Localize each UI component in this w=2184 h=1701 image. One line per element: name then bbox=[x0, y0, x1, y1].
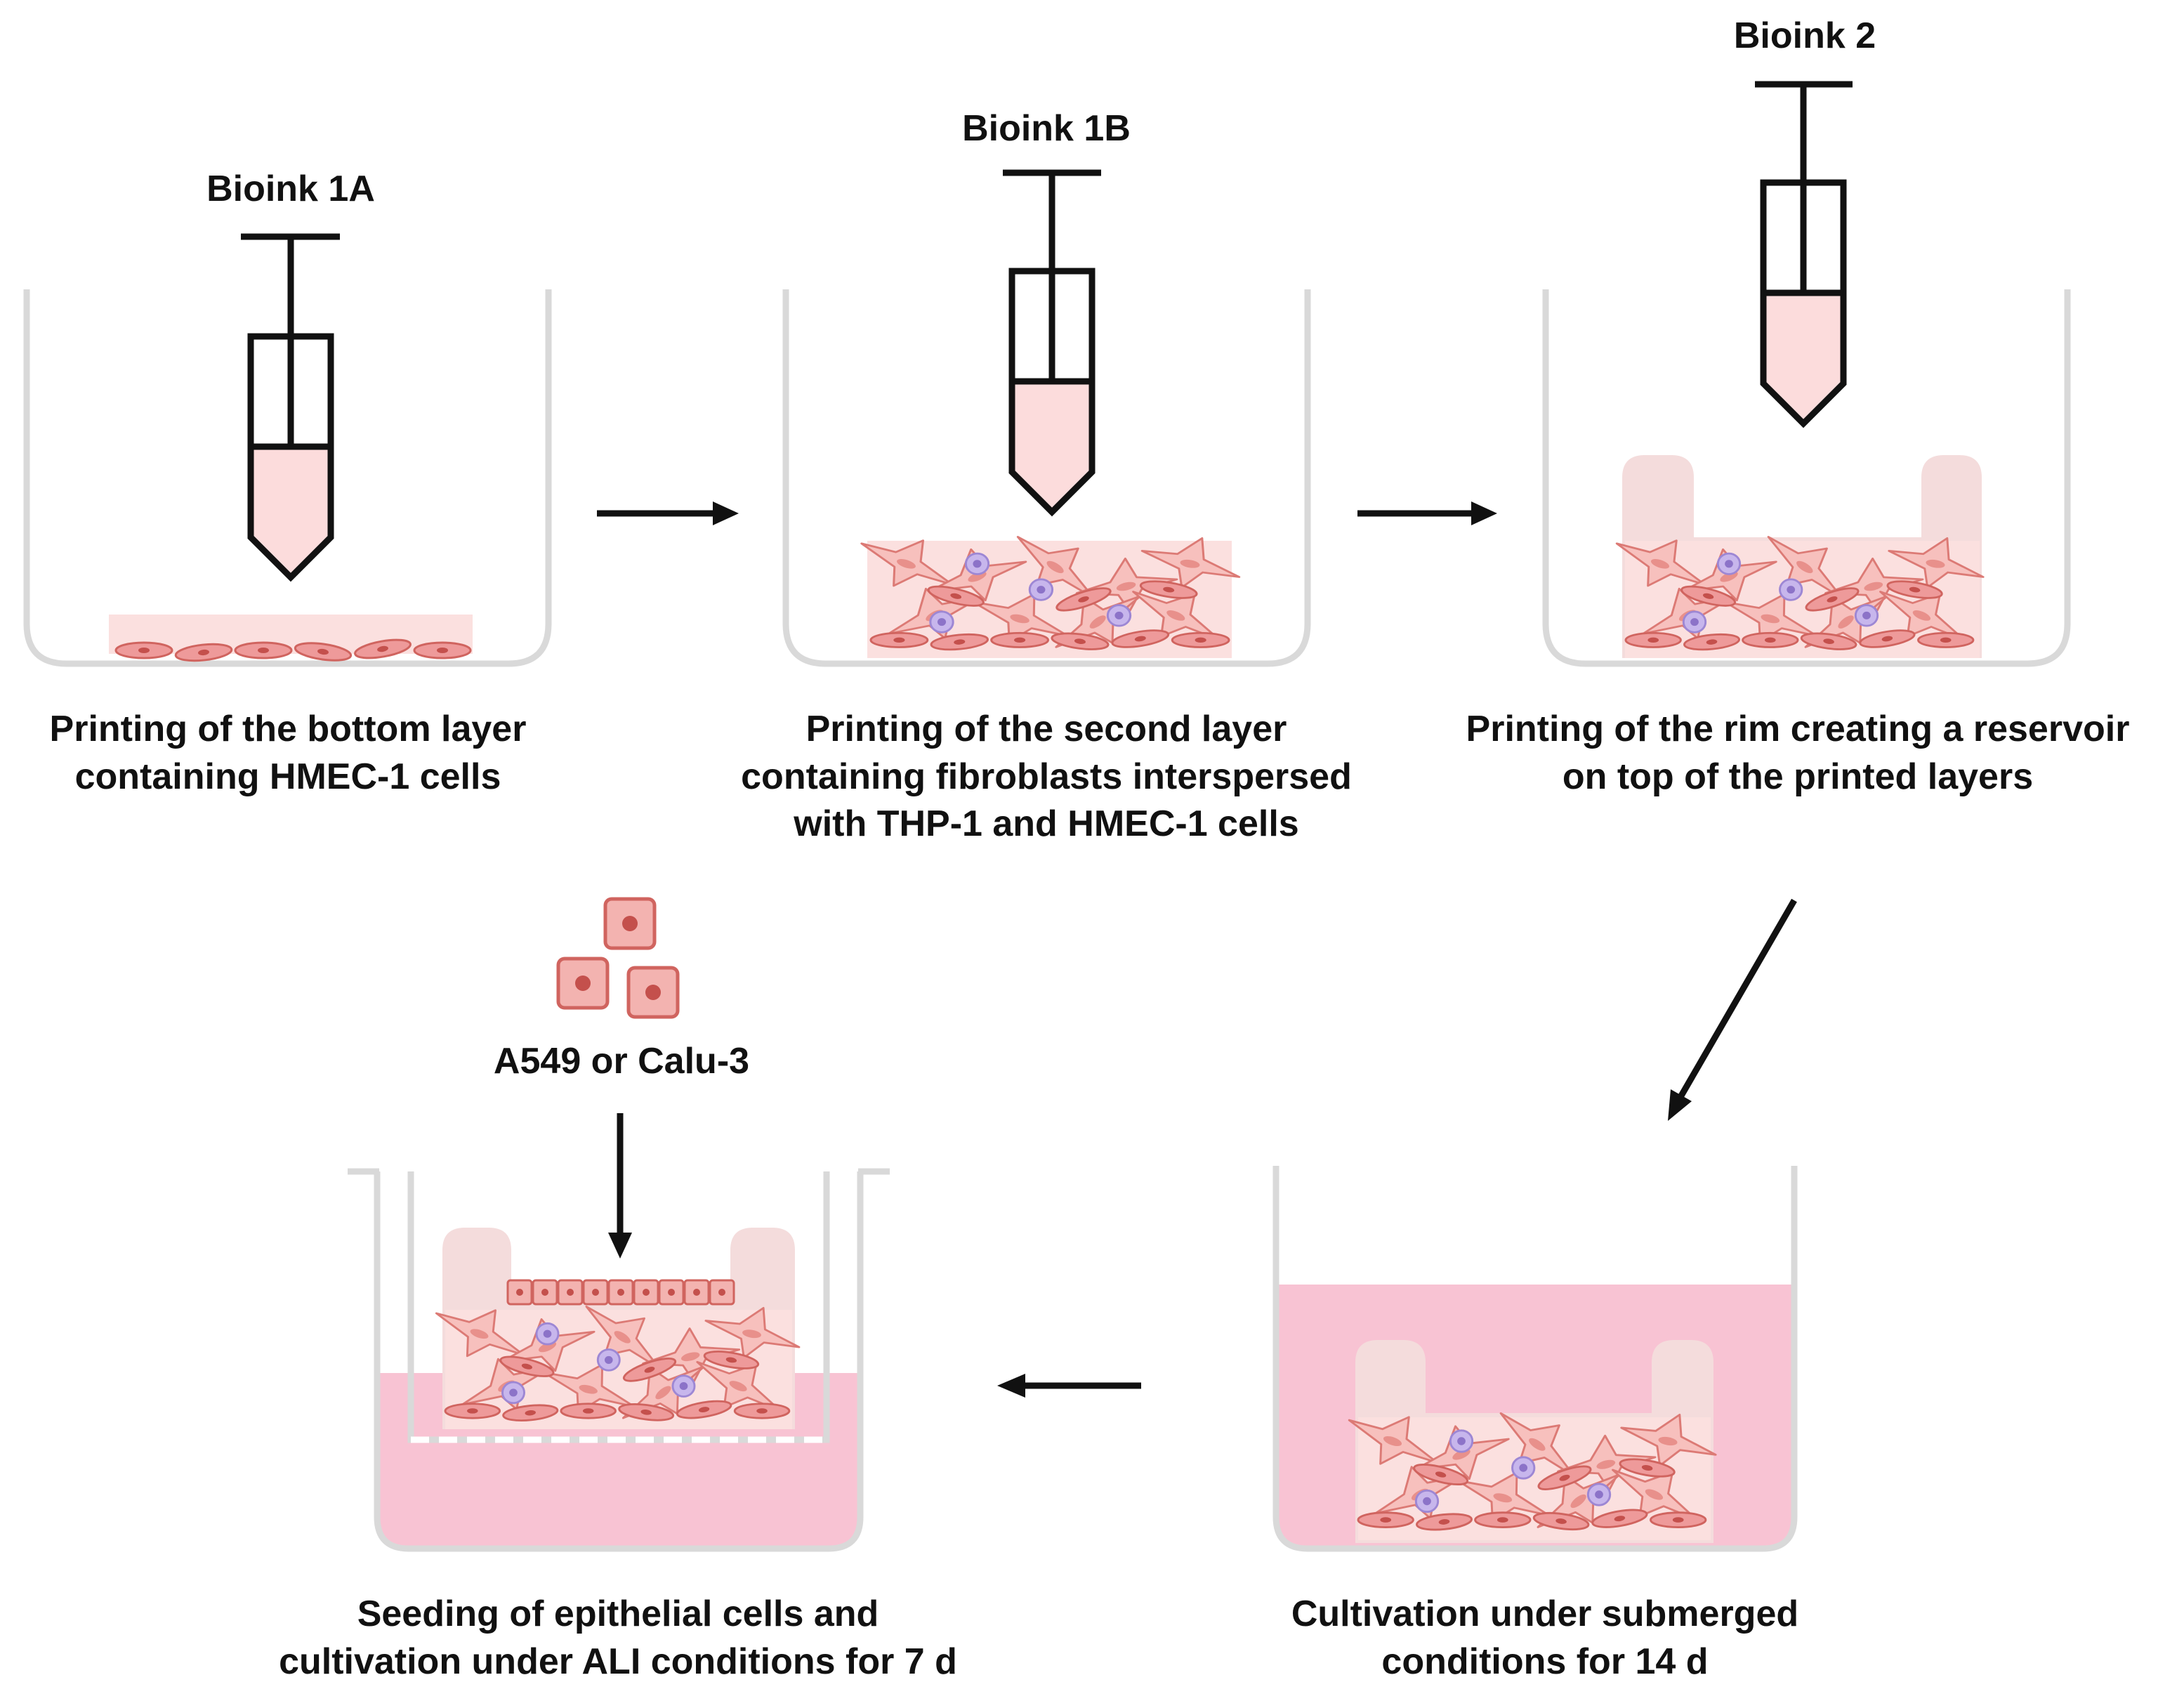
step-4-well bbox=[1272, 1166, 1798, 1552]
step-4-caption-line-1: Cultivation under submerged bbox=[1291, 1594, 1799, 1634]
step-2-caption-line-1: Printing of the second layer bbox=[805, 709, 1287, 749]
syringe-bioink-1b bbox=[1003, 169, 1101, 517]
epithelial-layer bbox=[506, 1279, 735, 1306]
step-1-caption: Printing of the bottom layer containing … bbox=[7, 706, 569, 801]
bioink-2-label: Bioink 2 bbox=[1733, 15, 1876, 56]
step-1-caption-line-1: Printing of the bottom layer bbox=[49, 709, 527, 749]
step-3-caption-line-2: on top of the printed layers bbox=[1562, 756, 2034, 797]
step-3-well bbox=[1542, 289, 2071, 670]
step-1-caption-line-2: containing HMEC-1 cells bbox=[74, 756, 501, 797]
arrow-step4-to-step5 bbox=[997, 1374, 1141, 1398]
step-4-caption-line-2: conditions for 14 d bbox=[1381, 1641, 1709, 1682]
step-5-caption-line-1: Seeding of epithelial cells and bbox=[357, 1594, 879, 1634]
arrow-seeding bbox=[608, 1113, 632, 1259]
epithelial-cells-icon bbox=[558, 899, 678, 1017]
step-5-well bbox=[348, 1168, 890, 1552]
syringe-bioink-2 bbox=[1755, 81, 1853, 428]
arrow-step2-to-step3 bbox=[1357, 501, 1497, 525]
syringe-bioink-1a bbox=[241, 233, 340, 582]
arrow-step3-to-step4 bbox=[1668, 898, 1797, 1121]
bioink-1b-label: Bioink 1B bbox=[962, 108, 1131, 149]
step-5-caption: Seeding of epithelial cells and cultivat… bbox=[204, 1591, 1032, 1686]
step-5-caption-line-2: cultivation under ALI conditions for 7 d bbox=[279, 1641, 957, 1682]
step-2-caption-line-2: containing fibroblasts interspersed bbox=[741, 756, 1352, 797]
bioink-1a-label: Bioink 1A bbox=[206, 169, 375, 209]
step-3-caption: Printing of the rim creating a reservoir… bbox=[1419, 706, 2177, 801]
step-2-well bbox=[782, 289, 1311, 670]
step-2-caption: Printing of the second layer containing … bbox=[695, 706, 1397, 848]
step-3-caption-line-1: Printing of the rim creating a reservoir bbox=[1466, 709, 2130, 749]
cells-label: A549 or Calu-3 bbox=[493, 1041, 750, 1082]
arrow-step1-to-step2 bbox=[597, 501, 739, 525]
step-4-caption: Cultivation under submerged conditions f… bbox=[1194, 1591, 1896, 1686]
step-2-caption-line-3: with THP-1 and HMEC-1 cells bbox=[794, 803, 1299, 845]
step-1-well bbox=[23, 289, 552, 667]
